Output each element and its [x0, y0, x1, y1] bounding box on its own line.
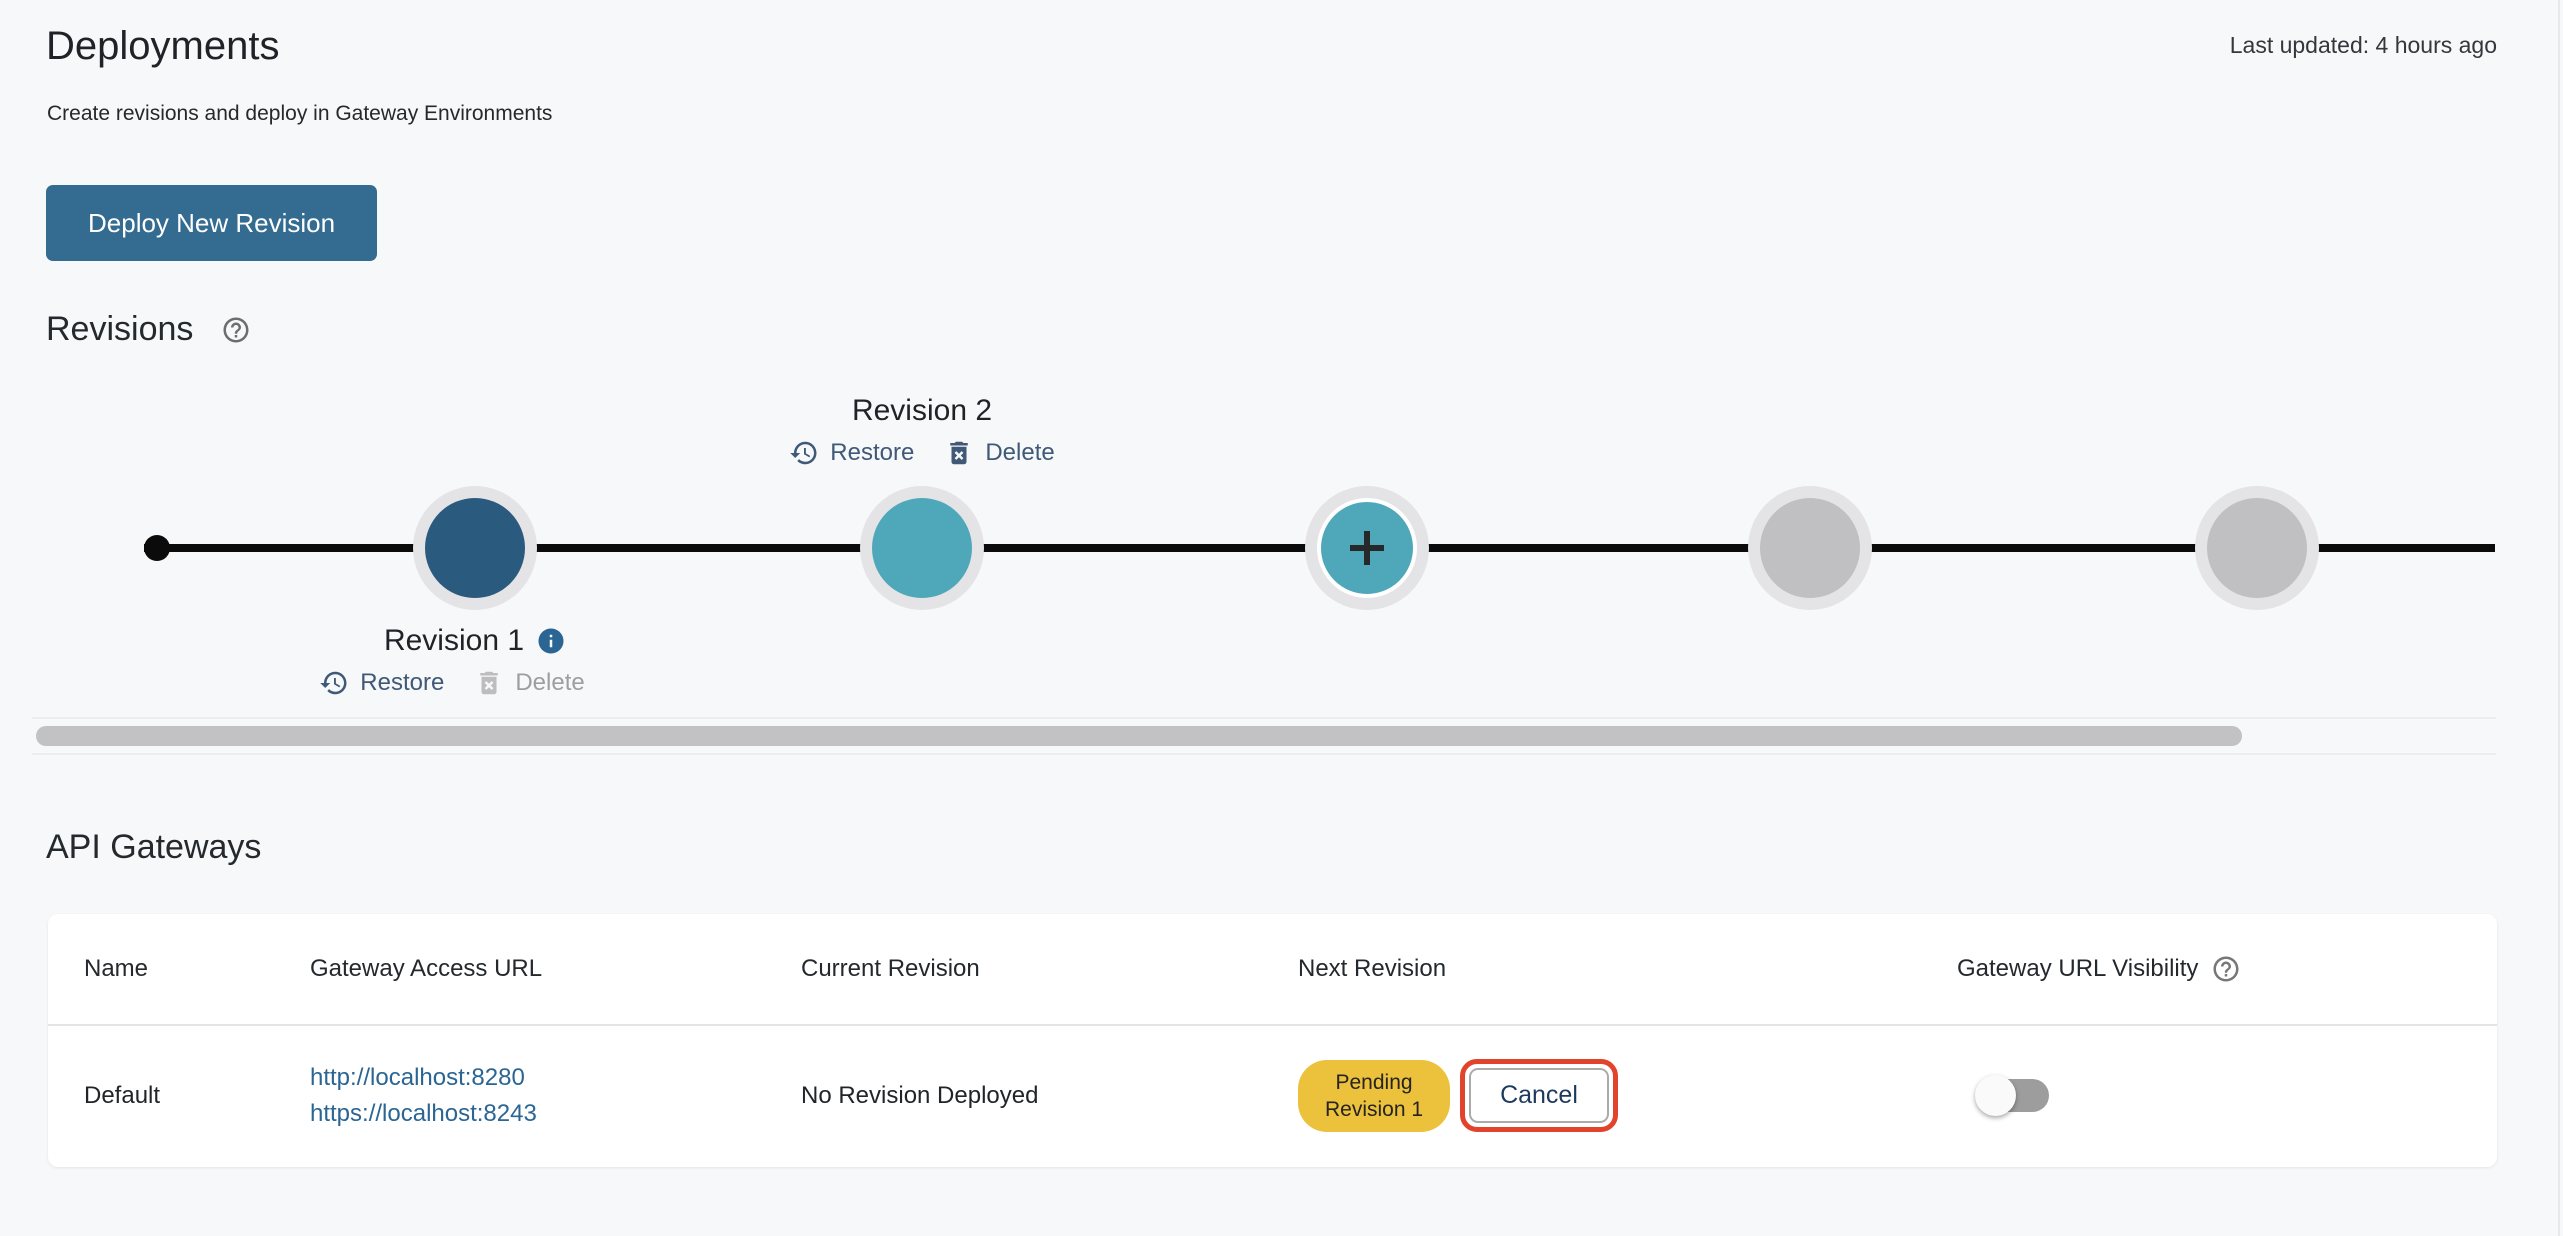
revision-2-label: Revision 2	[851, 394, 993, 427]
timeline-scrollbar-track	[32, 717, 2496, 755]
current-revision-cell: No Revision Deployed	[801, 1081, 1039, 1109]
table-header-row: Name Gateway Access URL Current Revision…	[48, 914, 2497, 1026]
next-revision-cell: Pending Revision 1 Cancel	[1298, 1059, 1957, 1132]
revision-1-label-row: Revision 1	[275, 624, 675, 658]
window-right-edge-line	[2558, 0, 2560, 1236]
column-header-name: Name	[84, 955, 149, 982]
gateway-url-visibility-toggle[interactable]	[1975, 1075, 2049, 1116]
revisions-help-icon[interactable]	[221, 315, 251, 345]
gateway-https-url-link[interactable]: https://localhost:8243	[310, 1099, 537, 1127]
revision-2-label-row: Revision 2	[722, 394, 1122, 428]
column-header-gateway-url-visibility: Gateway URL Visibility	[1957, 954, 2497, 984]
revision-1-circle	[425, 498, 525, 598]
empty-revision-slot-1	[1748, 486, 1872, 610]
gateway-url-visibility-cell	[1957, 1075, 2497, 1116]
revision-2-actions: Restore Delete	[722, 438, 1122, 468]
revision-1-restore-button[interactable]: Restore	[319, 668, 444, 698]
empty-revision-slot-2	[2195, 486, 2319, 610]
revision-2-node[interactable]	[860, 486, 984, 610]
delete-label: Delete	[515, 669, 585, 696]
revision-2-restore-button[interactable]: Restore	[789, 438, 914, 468]
badge-line-1: Pending	[1335, 1070, 1413, 1094]
gateway-url-visibility-label: Gateway URL Visibility	[1957, 955, 2199, 982]
add-icon	[1350, 531, 1384, 565]
badge-line-2: Revision 1	[1325, 1097, 1424, 1121]
column-header-current-revision: Current Revision	[801, 955, 980, 982]
cancel-button-highlight-ring: Cancel	[1460, 1059, 1618, 1132]
gateway-name-cell: Default	[84, 1081, 161, 1109]
deploy-new-revision-button[interactable]: Deploy New Revision	[46, 185, 378, 261]
api-gateways-heading: API Gateways	[46, 828, 262, 866]
pending-revision-badge: Pending Revision 1	[1298, 1059, 1451, 1132]
delete-forever-icon	[480, 671, 499, 695]
revision-2-circle	[872, 498, 972, 598]
table-row: Default http://localhost:8280 https://lo…	[48, 1026, 2497, 1165]
column-header-next-revision: Next Revision	[1298, 955, 1447, 982]
restore-label: Restore	[360, 669, 445, 696]
empty-revision-circle	[1760, 498, 1860, 598]
revision-1-delete-button-disabled: Delete	[474, 668, 585, 698]
cancel-button[interactable]: Cancel	[1469, 1068, 1609, 1123]
revision-1-actions: Restore Delete	[252, 668, 652, 698]
gateway-http-url-link[interactable]: http://localhost:8280	[310, 1063, 525, 1091]
add-revision-node[interactable]	[1305, 486, 1429, 610]
restore-icon	[320, 671, 347, 695]
empty-revision-circle	[2207, 498, 2307, 598]
revisions-heading: Revisions	[46, 310, 194, 348]
restore-icon	[790, 441, 817, 465]
column-header-gateway-access-url: Gateway Access URL	[310, 955, 543, 982]
timeline-start-dot	[144, 535, 170, 561]
timeline-scrollbar-thumb[interactable]	[36, 726, 2242, 746]
info-icon[interactable]	[536, 626, 566, 656]
revision-1-node[interactable]	[413, 486, 537, 610]
gateway-url-visibility-help-icon[interactable]	[2211, 954, 2241, 984]
revisions-section-header: Revisions	[46, 310, 251, 349]
delete-forever-icon	[950, 441, 969, 465]
revision-2-delete-button[interactable]: Delete	[944, 438, 1055, 468]
revision-1-label: Revision 1	[383, 624, 525, 657]
delete-label: Delete	[985, 439, 1055, 466]
toggle-knob	[1975, 1075, 2016, 1116]
add-revision-button[interactable]	[1317, 498, 1417, 598]
page-title: Deployments	[46, 24, 280, 68]
api-gateways-table: Name Gateway Access URL Current Revision…	[48, 914, 2497, 1167]
page-subtitle: Create revisions and deploy in Gateway E…	[47, 102, 553, 125]
restore-label: Restore	[830, 439, 915, 466]
gateway-url-cell: http://localhost:8280 https://localhost:…	[310, 1060, 801, 1132]
last-updated-text: Last updated: 4 hours ago	[2229, 32, 2497, 58]
